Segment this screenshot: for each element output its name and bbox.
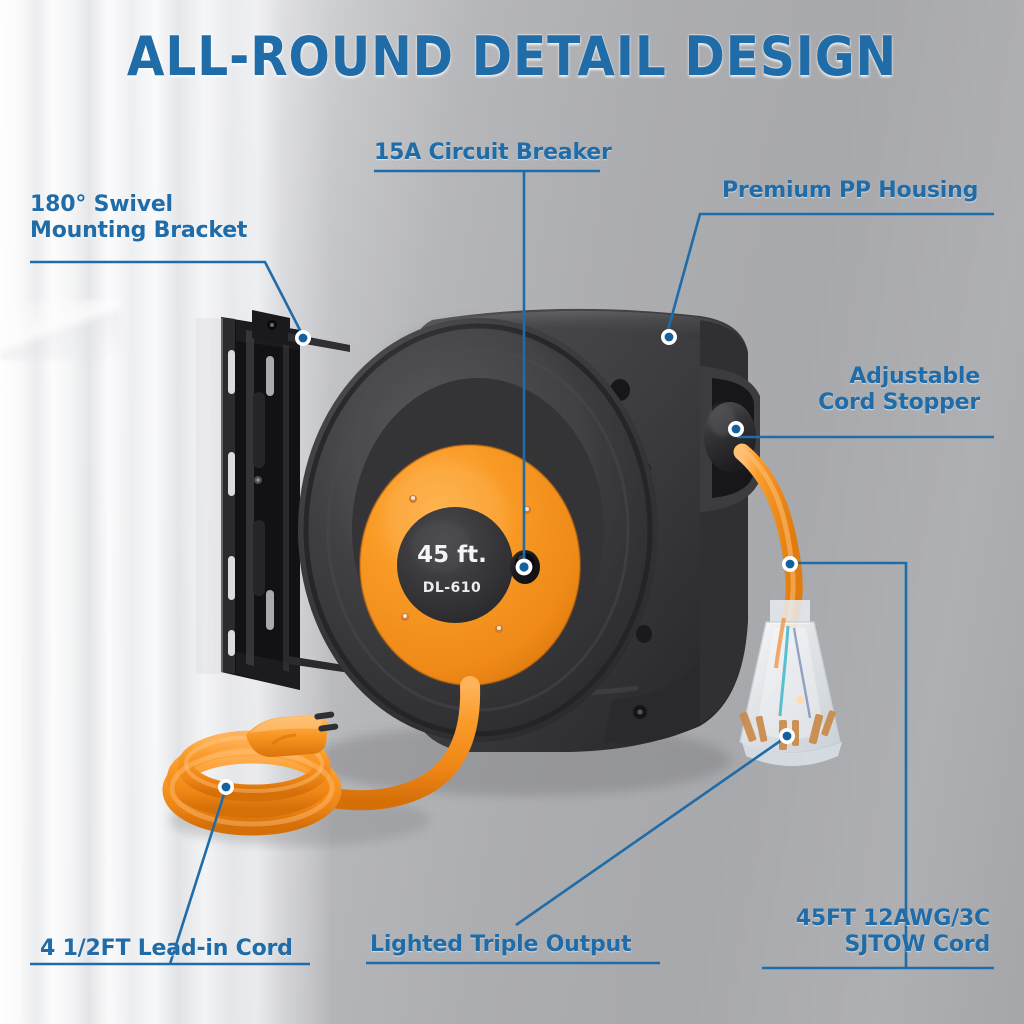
leader-lead-in-cord <box>168 787 228 965</box>
callout-marker-dots <box>218 329 798 795</box>
swivel-mounting-bracket-part <box>196 310 350 690</box>
plate-screws <box>401 495 531 633</box>
hub-model-marking: DL-610 <box>423 580 482 596</box>
leader-swivel-mounting-bracket <box>30 260 304 335</box>
callout-label-triple-output: Lighted Triple Output <box>370 932 632 957</box>
callout-label-cord-stopper: Adjustable Cord Stopper <box>818 364 980 415</box>
hub-length-marking: 45 ft. <box>417 542 487 568</box>
leader-triple-output <box>515 735 787 927</box>
callout-label-swivel-mounting-bracket: 180° Swivel Mounting Bracket <box>30 192 248 243</box>
lead-in-cord-part <box>162 676 481 836</box>
leader-pp-housing <box>666 212 994 331</box>
leader-sjtow-cord <box>790 561 908 968</box>
curtain-fold-highlight <box>0 300 120 360</box>
callout-label-lead-in-cord: 4 1/2FT Lead-in Cord <box>40 936 293 961</box>
page-title: ALL-ROUND DETAIL DESIGN <box>126 25 898 88</box>
callout-label-pp-housing: Premium PP Housing <box>722 178 979 203</box>
callout-label-sjtow-cord: 45FT 12AWG/3C SJTOW Cord <box>795 906 990 957</box>
callout-label-circuit-breaker: 15A Circuit Breaker <box>374 140 612 165</box>
lead-in-plug <box>246 711 339 757</box>
orange-reel-plate: 45 ft. DL-610 <box>359 444 581 686</box>
lighted-triple-output-part <box>739 600 842 766</box>
